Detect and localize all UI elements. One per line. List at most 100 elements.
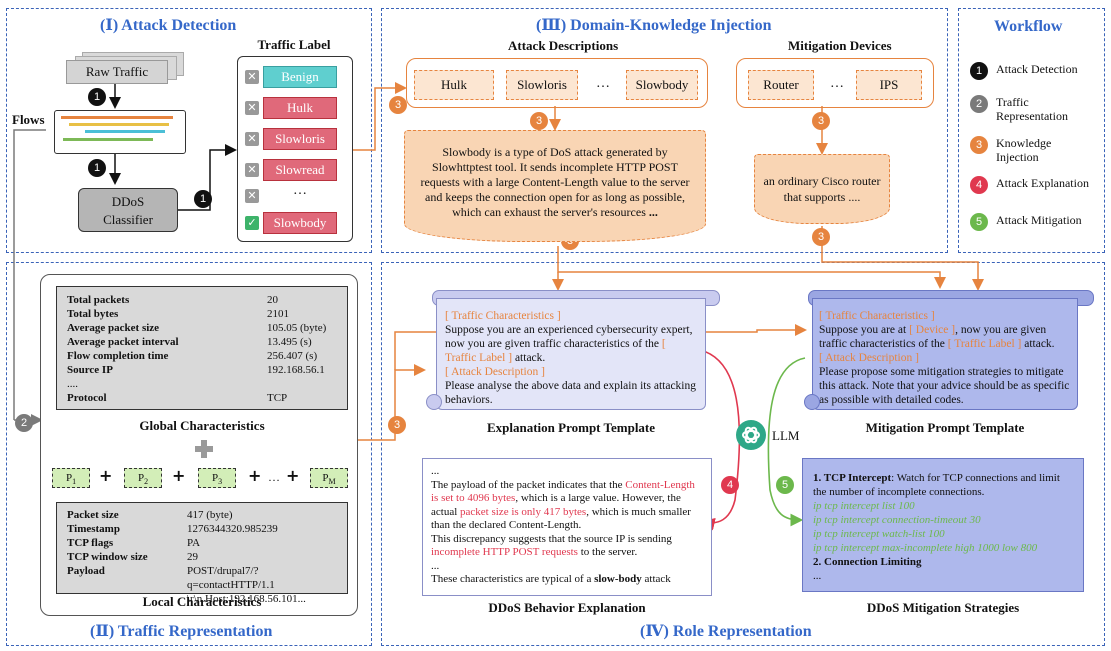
label-hulk: Hulk [263,97,337,119]
step-3-badge: 3 [812,112,830,130]
global-row: .... [67,378,78,390]
mit-tpl-attack-description: [ Attack Description ] [819,352,919,364]
step-1-badge: 1 [194,190,212,208]
step-3-badge: 3 [388,416,406,434]
flows-box [54,110,186,154]
packet-2: P2 [124,468,162,488]
attack-detection-panel [6,8,372,253]
step-1-badge: 1 [88,159,106,177]
flow-bar [69,123,169,126]
slowbody-description-end: ... [648,205,658,219]
attack-ellipsis: … [596,76,610,91]
strategy-code-line: ip tcp intercept max-incomplete high 100… [813,542,1038,554]
attack-hulk: Hulk [414,70,494,100]
unchecked-icon: ✕ [245,132,259,146]
packet-m: PM [310,468,348,488]
classifier-line2: Classifier [103,212,153,227]
flow-bar [63,138,153,141]
router-description-line2: that supports .... [783,190,861,204]
exp-tpl-body: Suppose you are an experienced cybersecu… [445,324,693,364]
llm-label: LLM [772,428,800,443]
strategy-code-line: ip tcp intercept list 100 [813,500,915,512]
strategies-output-title: DDoS Mitigation Strategies [866,600,1020,615]
local-row: \r\n Host:192.168.56.101... [187,593,306,605]
step-4-badge: 4 [721,476,739,494]
ddos-classifier-box: DDoS Classifier [78,188,178,232]
router-description-line1: an ordinary Cisco router [763,174,881,188]
strategy-1: 1. TCP Intercept: Watch for TCP connecti… [813,472,1060,498]
plus-icon: + [172,466,186,485]
global-characteristics-title: Global Characteristics [139,418,265,433]
device-router: Router [748,70,814,100]
exp-tpl-traffic-characteristics: [ Traffic Characteristics ] [445,310,561,322]
explanation-output-title: DDoS Behavior Explanation [488,600,646,615]
step-3-badge: 3 [530,112,548,130]
step-3-badge: 3 [389,96,407,114]
role-representation-panel [381,262,1105,646]
mit-tpl-instruction: Please propose some mitigation strategie… [819,366,1070,406]
plus-icon: + [99,466,113,485]
attack-descriptions-container [406,58,708,108]
strategy-code-line: ip tcp intercept connection-timeout 30 [813,514,981,526]
exp-tpl-attack-description: [ Attack Description ] [445,366,545,378]
mit-tpl-body: Suppose you are at [ Device ], now you a… [819,324,1055,350]
packet-ellipsis: … [268,470,280,484]
exp-tpl-instruction: Please analyse the above data and explai… [445,380,696,406]
checked-icon: ✓ [245,216,259,230]
raw-traffic-box: Raw Traffic [66,60,168,84]
classifier-line1: DDoS [111,194,145,209]
panel-title-role: (Ⅳ) Role Representation [640,623,812,640]
device-ips: IPS [856,70,922,100]
label-benign: Benign [263,66,337,88]
unchecked-icon: ✕ [245,101,259,115]
plus-icon: + [286,466,300,485]
explanation-conclusion: These characteristics are typical of a s… [431,573,671,585]
flow-bar [61,116,173,119]
panel-title-injection: (Ⅲ) Domain-Knowledge Injection [536,17,772,34]
unchecked-icon: ✕ [245,70,259,84]
explanation-para2: This discrepancy suggests that the sourc… [431,532,672,559]
plus-icon: + [248,466,262,485]
label-slowbody: Slowbody [263,212,337,234]
strategy-code-line: ip tcp intercept watch-list 100 [813,528,945,540]
strategy-ellipsis: ... [813,570,822,582]
label-slowread: Slowread [263,159,337,181]
big-plus-icon [195,440,213,458]
traffic-label-title: Traffic Label [257,37,331,52]
slowbody-description: Slowbody is a type of DoS attack generat… [404,130,706,242]
mitigation-prompt-template: [ Traffic Characteristics ] Suppose you … [812,298,1078,410]
mit-tpl-traffic-characteristics: [ Traffic Characteristics ] [819,310,935,322]
explanation-prompt-template: [ Traffic Characteristics ] Suppose you … [436,298,706,410]
step-5-badge: 5 [776,476,794,494]
device-ellipsis: … [830,76,844,91]
attack-slowloris: Slowloris [506,70,578,100]
panel-title-representation: (Ⅱ) Traffic Representation [90,623,273,640]
mitigation-devices-container [736,58,934,108]
packet-1: P1 [52,468,90,488]
label-slowloris: Slowloris [263,128,337,150]
ddos-behavior-explanation: ... The payload of the packet indicates … [422,458,712,596]
step-3-badge: 3 [812,228,830,246]
explanation-template-title: Explanation Prompt Template [486,420,656,435]
local-characteristics-title: Local Characteristics [142,594,262,609]
mitigation-devices-title: Mitigation Devices [788,38,892,53]
flow-bar [85,130,165,133]
scroll-curl-icon [426,394,442,410]
panel-title-detection: (Ⅰ) Attack Detection [100,17,237,34]
label-ellipsis: … [293,183,307,198]
